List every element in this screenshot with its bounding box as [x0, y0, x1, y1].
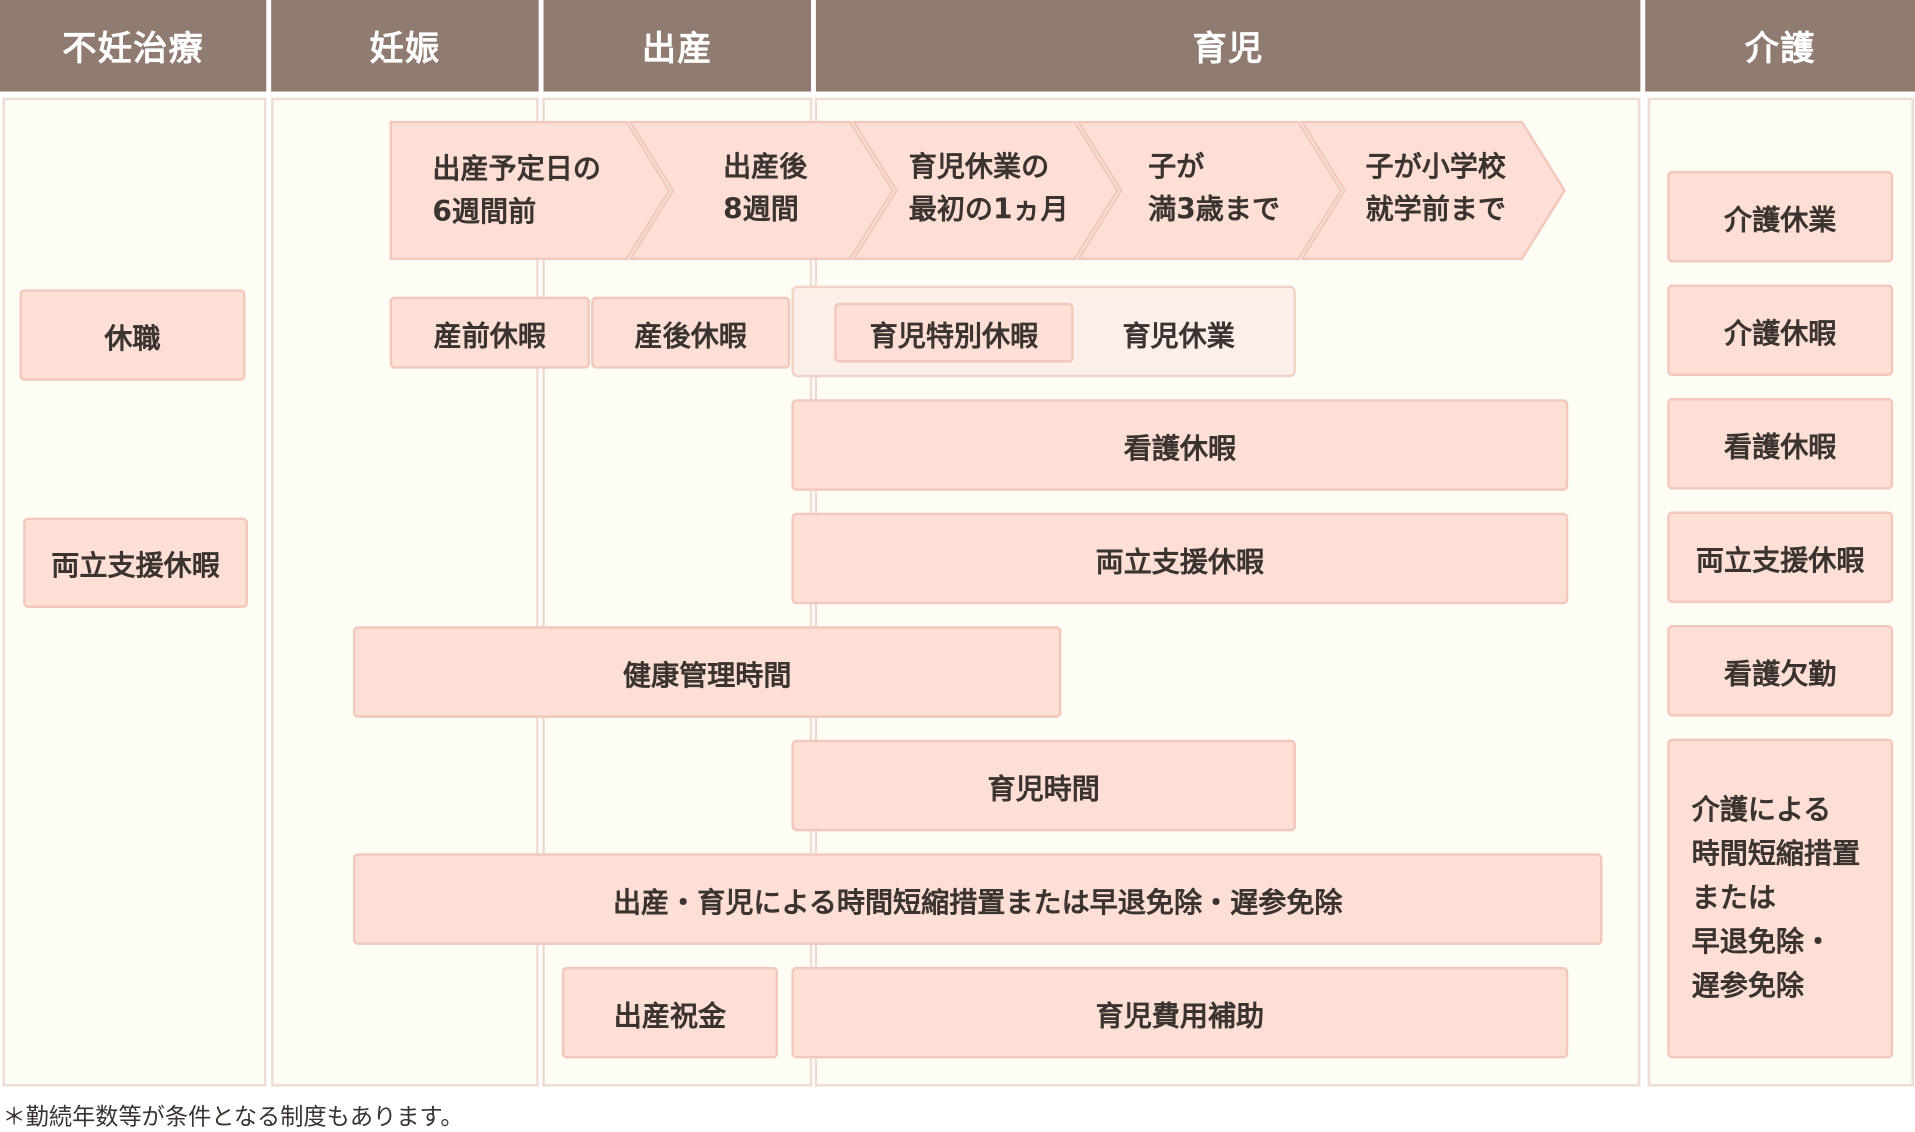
- stage-label-5: 子が小学校 就学前まで: [1365, 151, 1506, 226]
- header-childbirth: 出産: [543, 0, 812, 92]
- childcare-cost-subsidy-box: 育児費用補助: [791, 966, 1569, 1059]
- childcare-leave-label: 育児休業: [1122, 320, 1235, 353]
- shortened-hours-childcare-box: 出産・育児による時間短縮措置または早退免除・遅参免除: [352, 853, 1603, 945]
- stage-label-1: 出産予定日の 6週間前: [432, 153, 601, 229]
- stage-label-4: 子が 満3歳まで: [1148, 151, 1281, 226]
- support-leave-infertility-box: 両立支援休暇: [23, 517, 248, 608]
- nursing-sick-care-absence-box: 看護欠勤: [1667, 625, 1894, 717]
- header-pregnancy: 妊娠: [271, 0, 539, 92]
- stage-label-3: 育児休業の 最初の1ヵ月: [908, 151, 1069, 226]
- stage-arrow-5: [1299, 120, 1567, 261]
- footnote: ＊勤続年数等が条件となる制度もあります。: [2, 1103, 464, 1131]
- header-infertility: 不妊治療: [0, 0, 267, 92]
- health-management-time-box: 健康管理時間: [352, 626, 1062, 718]
- support-leave-childcare-box: 両立支援休暇: [791, 512, 1569, 605]
- childcare-time-box: 育児時間: [791, 739, 1296, 832]
- nursing-support-leave-box: 両立支援休暇: [1667, 511, 1894, 604]
- childcare-special-leave-box: 育児特別休暇: [834, 302, 1074, 363]
- stage-arrow-2: [628, 120, 895, 261]
- stage-arrow-3: [851, 120, 1120, 261]
- sick-child-care-leave-box: 看護休暇: [791, 399, 1569, 491]
- stage-arrow-1: [389, 120, 671, 261]
- nursing-shortened-hours-box: 介護による 時間短縮措置 または 早退免除・ 遅参免除: [1667, 738, 1894, 1059]
- leave-of-absence-box: 休職: [19, 289, 246, 381]
- nursing-care-leave-long-box: 介護休業: [1667, 170, 1894, 263]
- stage-label-2: 出産後 8週間: [723, 151, 808, 226]
- birth-gift-box: 出産祝金: [561, 966, 779, 1059]
- stage-arrows: [389, 120, 1567, 261]
- stage-arrow-4: [1076, 120, 1343, 261]
- nursing-sick-care-leave-box: 看護休暇: [1667, 397, 1894, 490]
- postnatal-leave-box: 産後休暇: [591, 296, 791, 369]
- prenatal-leave-box: 産前休暇: [389, 296, 590, 369]
- nursing-care-leave-box: 介護休暇: [1667, 284, 1894, 377]
- header-childcare: 育児: [815, 0, 1641, 92]
- header-nursing: 介護: [1645, 0, 1915, 92]
